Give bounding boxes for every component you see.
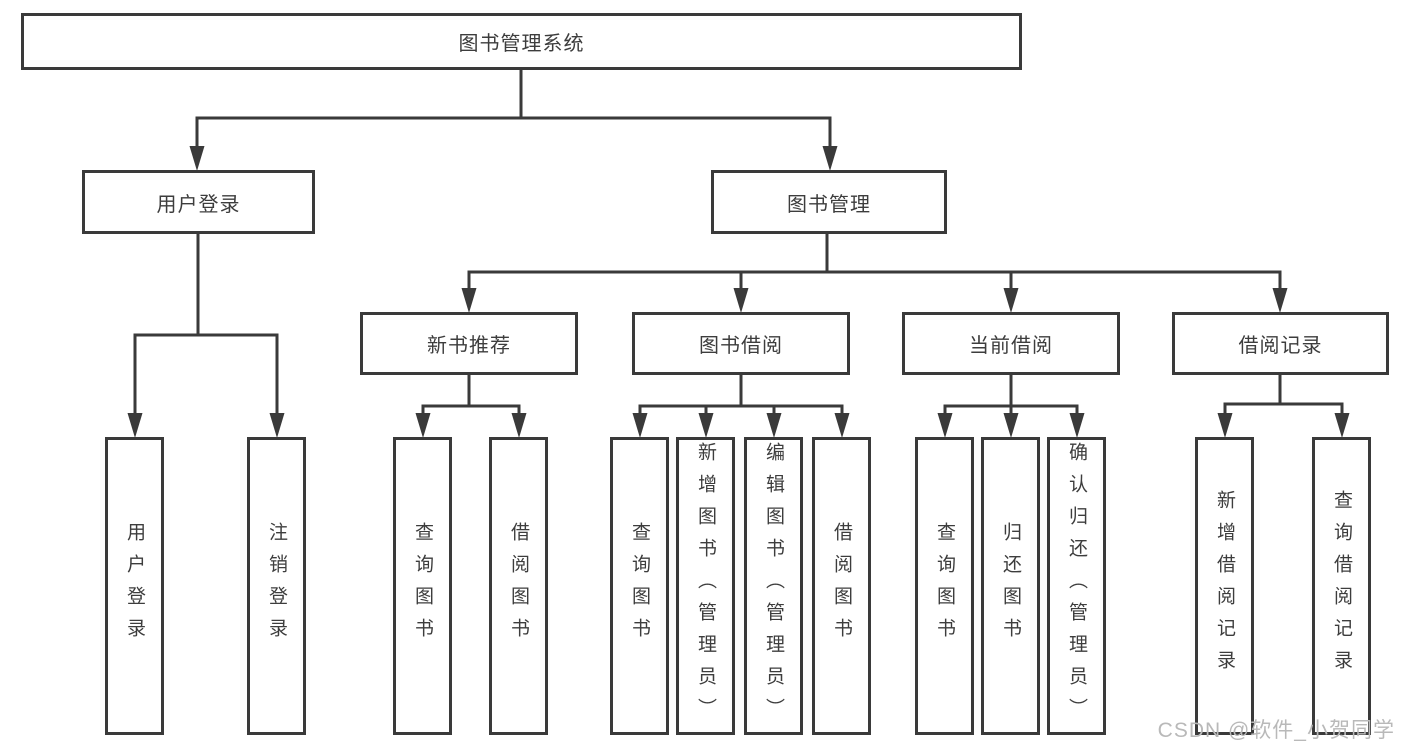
node-current-borrow-label: 当前借阅 xyxy=(969,335,1053,357)
leaf-logout-label: 注销登录 xyxy=(266,522,287,650)
leaf-edit-book-admin-label: 编辑图书（管理员） xyxy=(763,442,784,730)
node-borrow-records: 借阅记录 xyxy=(1172,312,1389,375)
leaf-return-books-label: 归还图书 xyxy=(1000,522,1021,650)
node-library-system-label: 图书管理系统 xyxy=(458,33,585,55)
node-user-login: 用户登录 xyxy=(82,170,315,234)
node-new-book-recommend-label: 新书推荐 xyxy=(427,335,511,357)
node-book-management: 图书管理 xyxy=(711,170,947,234)
leaf-query-books-borrow: 查询图书 xyxy=(610,437,669,735)
leaf-return-books: 归还图书 xyxy=(981,437,1040,735)
leaf-add-book-admin: 新增图书（管理员） xyxy=(676,437,735,735)
node-new-book-recommend: 新书推荐 xyxy=(360,312,578,375)
leaf-logout: 注销登录 xyxy=(247,437,306,735)
leaf-user-login: 用户登录 xyxy=(105,437,164,735)
leaf-query-books-recommend-label: 查询图书 xyxy=(412,522,433,650)
leaf-user-login-label: 用户登录 xyxy=(124,522,145,650)
node-user-login-label: 用户登录 xyxy=(156,193,241,216)
leaf-confirm-return-admin: 确认归还（管理员） xyxy=(1047,437,1106,735)
node-library-system: 图书管理系统 xyxy=(21,13,1022,70)
leaf-add-borrow-record-label: 新增借阅记录 xyxy=(1214,490,1235,682)
leaf-borrow-books-label: 借阅图书 xyxy=(831,522,852,650)
leaf-query-books-recommend: 查询图书 xyxy=(393,437,452,735)
leaf-query-books-borrow-label: 查询图书 xyxy=(629,522,650,650)
leaf-borrow-books-recommend: 借阅图书 xyxy=(489,437,548,735)
leaf-query-books-current-label: 查询图书 xyxy=(934,522,955,650)
node-current-borrow: 当前借阅 xyxy=(902,312,1120,375)
node-book-borrow: 图书借阅 xyxy=(632,312,850,375)
leaf-add-book-admin-label: 新增图书（管理员） xyxy=(695,442,716,730)
leaf-borrow-books-recommend-label: 借阅图书 xyxy=(508,522,529,650)
leaf-borrow-books: 借阅图书 xyxy=(812,437,871,735)
leaf-confirm-return-admin-label: 确认归还（管理员） xyxy=(1066,442,1087,730)
leaf-query-books-current: 查询图书 xyxy=(915,437,974,735)
node-borrow-records-label: 借阅记录 xyxy=(1238,335,1323,357)
csdn-watermark: CSDN @软件_小贺同学 xyxy=(1157,719,1395,742)
leaf-add-borrow-record: 新增借阅记录 xyxy=(1195,437,1254,735)
leaf-edit-book-admin: 编辑图书（管理员） xyxy=(744,437,803,735)
leaf-query-borrow-record: 查询借阅记录 xyxy=(1312,437,1371,735)
leaf-query-borrow-record-label: 查询借阅记录 xyxy=(1331,490,1352,682)
node-book-borrow-label: 图书借阅 xyxy=(699,335,783,357)
node-book-management-label: 图书管理 xyxy=(787,193,871,216)
